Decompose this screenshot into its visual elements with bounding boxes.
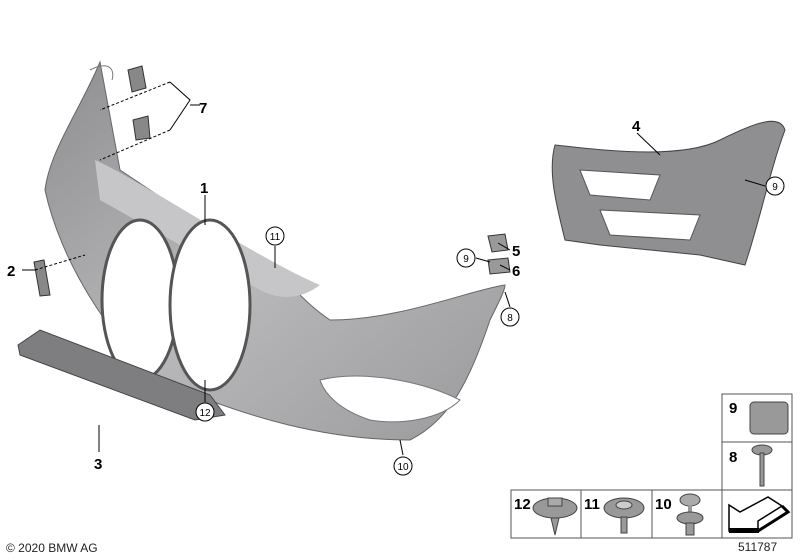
callout-2[interactable]: 2 <box>7 263 15 280</box>
callout-9b[interactable]: 9 <box>765 176 785 196</box>
expanding-rivet-icon <box>676 493 704 536</box>
callout-12[interactable]: 12 <box>195 402 215 422</box>
callout-3[interactable]: 3 <box>94 456 102 473</box>
copyright: © 2020 BMW AG <box>6 541 98 555</box>
svg-text:9: 9 <box>772 182 778 193</box>
collar-screw-icon <box>532 497 578 536</box>
lower-grille <box>17 329 226 421</box>
callout-1[interactable]: 1 <box>200 180 208 197</box>
box-cell-9[interactable]: 9 <box>729 400 789 435</box>
diagram-number: 511787 <box>738 540 778 554</box>
svg-text:5: 5 <box>512 243 520 260</box>
callout-5[interactable]: 5 <box>512 243 520 260</box>
svg-text:10: 10 <box>655 496 672 513</box>
box-cell-11[interactable]: 11 <box>584 496 645 534</box>
callout-11[interactable]: 11 <box>265 226 285 246</box>
svg-text:1: 1 <box>200 180 208 197</box>
direction-arrow-icon[interactable] <box>728 496 791 533</box>
svg-text:11: 11 <box>584 496 600 513</box>
callout-4[interactable]: 4 <box>632 118 641 135</box>
bracket-7a <box>127 65 147 93</box>
svg-text:2: 2 <box>7 263 15 280</box>
bumper-cover <box>44 60 506 441</box>
svg-text:10: 10 <box>397 462 409 473</box>
screw-icon <box>751 444 773 487</box>
box-cell-8[interactable]: 8 <box>729 444 773 487</box>
svg-text:12: 12 <box>199 408 211 419</box>
parts-box <box>510 393 793 539</box>
part-6 <box>487 257 511 275</box>
svg-text:6: 6 <box>512 263 520 280</box>
washer-screw-icon <box>603 497 645 534</box>
callout-7[interactable]: 7 <box>199 100 207 117</box>
callout-10[interactable]: 10 <box>393 456 413 476</box>
svg-text:9: 9 <box>463 254 469 265</box>
svg-text:7: 7 <box>199 100 207 117</box>
clip-nut-icon <box>749 401 789 435</box>
box-cell-12[interactable]: 12 <box>514 496 578 536</box>
box-cell-10[interactable]: 10 <box>655 493 704 536</box>
callout-8[interactable]: 8 <box>500 307 520 327</box>
svg-text:8: 8 <box>729 449 737 466</box>
callout-9a[interactable]: 9 <box>456 248 476 268</box>
part-2 <box>33 259 51 297</box>
leader-lines <box>22 81 766 456</box>
svg-text:11: 11 <box>270 232 281 243</box>
svg-text:4: 4 <box>632 118 641 135</box>
svg-text:9: 9 <box>729 400 737 417</box>
bracket-7b <box>132 115 151 141</box>
callout-6[interactable]: 6 <box>512 263 520 280</box>
svg-text:8: 8 <box>507 313 513 324</box>
svg-text:3: 3 <box>94 456 102 473</box>
svg-text:12: 12 <box>514 496 531 513</box>
bumper-carrier <box>551 120 786 266</box>
